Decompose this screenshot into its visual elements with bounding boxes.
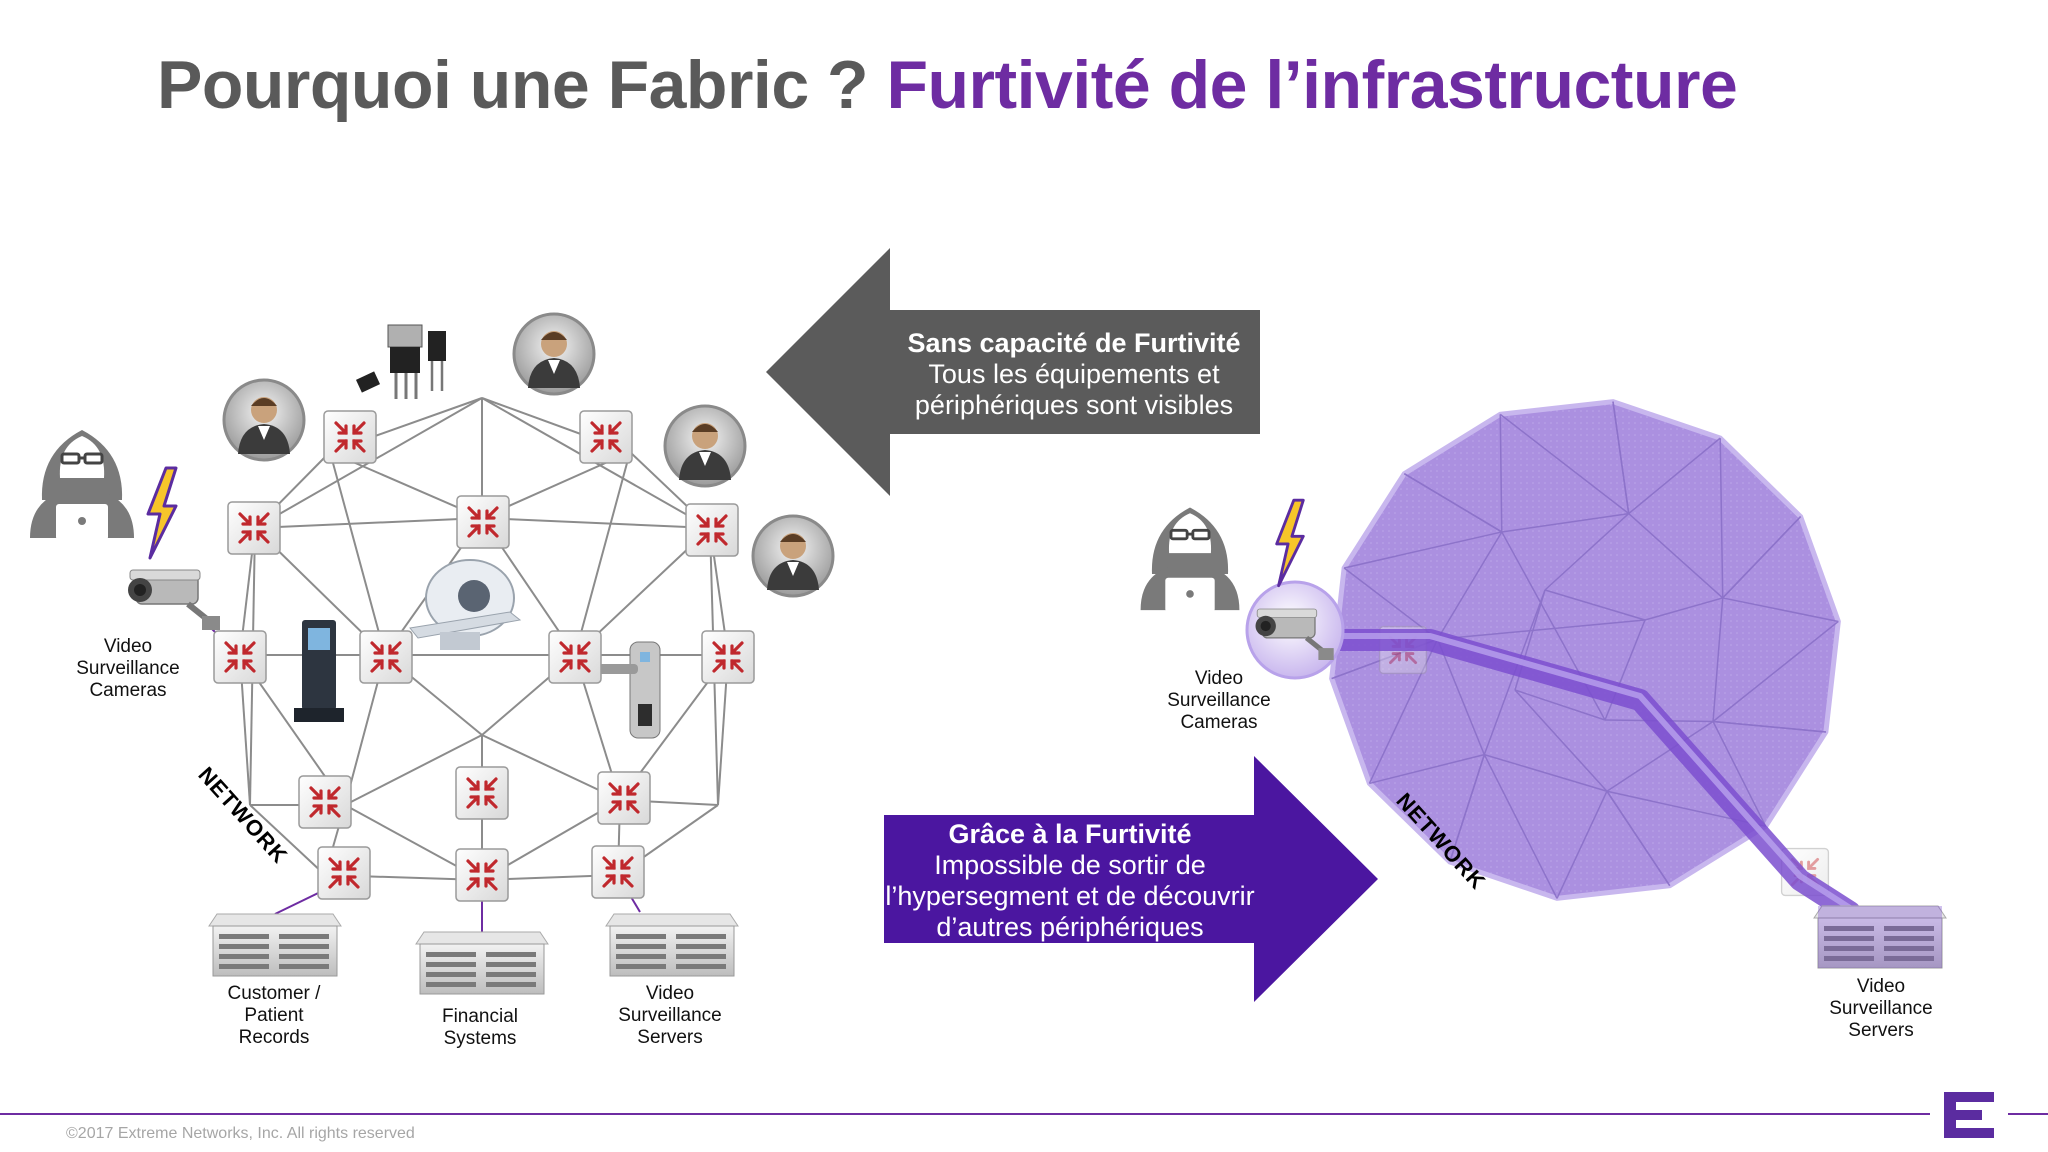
facet-line <box>1628 513 1724 599</box>
facet-line <box>1544 513 1630 591</box>
facet-line <box>1369 753 1485 785</box>
right-server-label-line3: Servers <box>1848 1020 1914 1041</box>
facet-line <box>1499 413 1630 515</box>
title-part1: Pourquoi une Fabric ? <box>157 47 869 123</box>
facet-line <box>1606 720 1714 792</box>
left-camera-label-line1: Video <box>103 636 153 657</box>
facet-line <box>1612 401 1630 514</box>
mesh-link <box>481 734 621 801</box>
server-label-video-line1: Video <box>645 983 695 1004</box>
facet-line <box>1449 754 1486 863</box>
facet-line <box>1644 597 1723 621</box>
facet-line <box>1499 414 1503 532</box>
gray-callout-line2: périphériques sont visibles <box>914 390 1234 420</box>
purple-callout-line2: l’hypersegment et de découvrir <box>885 881 1255 911</box>
facet-line <box>1628 437 1721 515</box>
server-label-video: Video Surveillance Servers <box>600 983 740 1049</box>
slide-title: Pourquoi une Fabric ? Furtivité de l’inf… <box>157 46 1738 124</box>
gray-callout-heading: Sans capacité de Furtivité <box>907 328 1241 358</box>
footer-divider <box>0 1113 1930 1115</box>
title-part2: Furtivité de l’infrastructure <box>886 47 1738 123</box>
facet-line <box>1514 689 1608 792</box>
facet-line <box>1514 689 1606 721</box>
facet-line <box>1403 473 1503 533</box>
right-server-label: Video Surveillance Servers <box>1820 976 1942 1042</box>
kiosk-icon <box>294 620 344 722</box>
server-label-financial: Financial Systems <box>410 1006 550 1050</box>
facet-line <box>1501 512 1629 533</box>
right-camera-label-line2: Surveillance <box>1167 690 1271 711</box>
facet-line <box>1722 597 1839 623</box>
right-camera-label: Video Surveillance Cameras <box>1158 668 1280 734</box>
lightning-icon <box>1275 498 1305 588</box>
left-camera-label: Video Surveillance Cameras <box>68 636 188 702</box>
purple-callout-line3: d’autres périphériques <box>936 912 1204 942</box>
facet-line <box>1712 720 1826 733</box>
right-server-label-line2: Surveillance <box>1829 998 1933 1019</box>
facet-line <box>1556 790 1608 899</box>
hacker-icon <box>1139 506 1241 614</box>
gray-callout: Sans capacité de Furtivité Tous les équi… <box>888 310 1260 434</box>
facet-line <box>1722 516 1802 599</box>
server-label-customer-line2: Patient <box>244 1005 304 1026</box>
server-label-customer: Customer / Patient Records <box>204 983 344 1049</box>
purple-callout-line1: Impossible de sortir de <box>934 850 1206 880</box>
hypersegment-highlight <box>1330 633 1852 911</box>
facet-line <box>1712 620 1839 723</box>
scanner-icon <box>409 559 522 650</box>
facet-line <box>1483 754 1558 899</box>
server-label-customer-line1: Customer / <box>227 983 321 1004</box>
server-label-customer-line3: Records <box>238 1027 310 1048</box>
left-camera-label-line3: Cameras <box>89 680 167 701</box>
logo-icon <box>1944 1092 1994 1138</box>
footer-divider-right <box>2008 1113 2048 1115</box>
facet-line <box>1484 753 1608 792</box>
server-label-financial-line1: Financial <box>441 1006 519 1027</box>
left-camera-label-line2: Surveillance <box>76 658 180 679</box>
facet-line <box>1436 531 1503 640</box>
facet-line <box>1712 597 1724 722</box>
purple-callout: Grâce à la Furtivité Impossible de sorti… <box>884 815 1256 943</box>
server-tint <box>1818 906 1942 968</box>
mesh-link <box>481 517 711 529</box>
mesh-link <box>574 451 631 656</box>
facet-line <box>1436 638 1486 755</box>
mesh-link <box>329 451 386 656</box>
purple-callout-heading: Grâce à la Furtivité <box>948 819 1192 849</box>
mesh-link <box>254 517 483 529</box>
door-lock-icon <box>598 641 661 739</box>
server-label-video-line3: Servers <box>637 1027 703 1048</box>
facet-line <box>1606 790 1671 887</box>
facet-line <box>1437 619 1646 640</box>
right-camera-label-line3: Cameras <box>1180 712 1258 733</box>
chip-icon <box>355 324 446 399</box>
gray-callout-line1: Tous les équipements et <box>928 359 1220 389</box>
right-camera-label-line1: Video <box>1194 668 1244 689</box>
facet-line <box>1343 531 1502 569</box>
right-server-label-line1: Video <box>1856 976 1906 997</box>
mesh-link <box>344 734 483 806</box>
sphere-facets <box>1331 401 1839 899</box>
server-label-financial-line2: Systems <box>443 1028 517 1049</box>
facet-line <box>1719 438 1724 598</box>
copyright-text: ©2017 Extreme Networks, Inc. All rights … <box>66 1125 415 1142</box>
facet-line <box>1544 589 1646 621</box>
mesh-link <box>249 804 326 876</box>
server-label-video-line2: Surveillance <box>618 1005 722 1026</box>
facet-line <box>1712 721 1767 827</box>
